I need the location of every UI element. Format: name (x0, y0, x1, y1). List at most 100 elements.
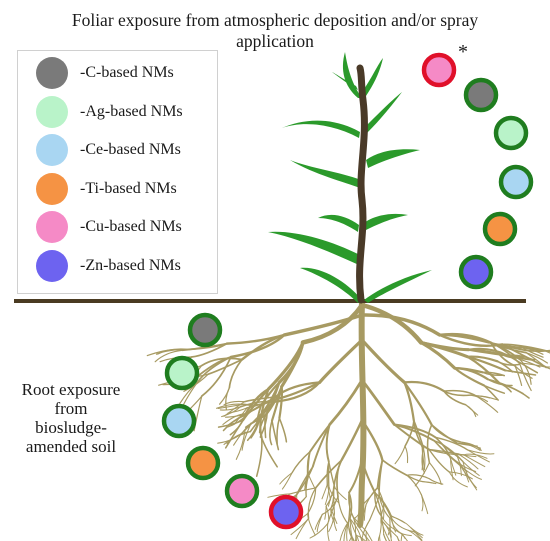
root-branch (394, 445, 406, 465)
root-branch (246, 415, 261, 442)
root-branch (314, 459, 343, 489)
root-branch (376, 459, 384, 489)
root-branch (404, 445, 409, 464)
root-branch (514, 365, 523, 386)
root-branch (357, 505, 363, 521)
plant-shoot (268, 52, 432, 304)
root-branch (276, 417, 281, 446)
stem (356, 64, 368, 304)
nanoparticle-c (463, 77, 499, 113)
leaf (364, 213, 408, 230)
root-branch (207, 358, 243, 376)
root-branch (459, 441, 482, 449)
root-branch (228, 358, 243, 389)
root-branch (490, 341, 525, 349)
root-branch (462, 461, 480, 476)
root-branch (337, 496, 349, 525)
legend-item: -Ce-based NMs (18, 133, 217, 167)
root-branch (222, 412, 247, 426)
root-branch (426, 424, 433, 464)
root-branch (400, 533, 403, 541)
root-branch (374, 491, 392, 517)
legend-label: -Cu-based NMs (80, 218, 182, 236)
root-branch (227, 407, 248, 414)
root-branch (463, 454, 486, 468)
root-branch (269, 419, 273, 446)
leaf (364, 92, 402, 134)
legend-swatch (36, 211, 68, 244)
root-branch (223, 431, 251, 446)
legend-label: -Ce-based NMs (80, 141, 181, 159)
root-branch (459, 465, 482, 480)
root-branch (339, 520, 350, 541)
root-branch (309, 423, 331, 453)
root-branch (321, 484, 328, 500)
root-branch (324, 485, 330, 505)
root-branch (307, 487, 317, 515)
leaf (282, 120, 360, 138)
root-branch (233, 407, 248, 425)
root-branch (467, 449, 490, 463)
root-branch (333, 488, 335, 514)
root-branch (316, 513, 323, 533)
root-branch (223, 401, 245, 417)
legend-swatch (36, 250, 68, 282)
nanoparticle-cu (224, 473, 260, 509)
nanoparticle-ce (161, 403, 197, 439)
root-branch (518, 358, 532, 385)
root-branch (406, 474, 422, 496)
legend-item: -Ti-based NMs (18, 172, 217, 206)
root-branch (290, 517, 310, 536)
root-branch (361, 503, 367, 518)
root-branch (403, 381, 433, 427)
root-branch (518, 358, 541, 368)
root-branch (419, 340, 457, 370)
root-branch (352, 516, 367, 532)
root-branch (200, 357, 243, 367)
leaf (318, 214, 359, 232)
root-branch (463, 453, 488, 459)
root-branch (307, 487, 317, 519)
legend-item: -Zn-based NMs (18, 249, 217, 283)
root-branch (456, 442, 481, 451)
root-branch (396, 536, 400, 541)
root-branch (434, 436, 469, 451)
root-branch (428, 448, 465, 456)
root-branch (352, 516, 357, 533)
root-branch (351, 535, 355, 541)
root-branch (438, 332, 493, 344)
root-branch (304, 472, 309, 488)
root-branch (486, 378, 513, 387)
root-branch (217, 403, 245, 410)
nanoparticle-cu (421, 52, 457, 88)
root-branch (239, 400, 274, 408)
root-branch (348, 520, 355, 541)
root-branch (245, 396, 277, 415)
root-branch (217, 429, 246, 444)
root-branch (467, 449, 495, 455)
root-branch (428, 448, 450, 473)
root-branch (229, 333, 286, 359)
root-branch (381, 515, 397, 531)
root-branch (448, 471, 473, 480)
root-branch (433, 440, 464, 463)
nanoparticle-ti (185, 445, 221, 481)
legend-label: -Ag-based NMs (80, 102, 183, 120)
root-branch (545, 366, 550, 370)
taproot (357, 299, 367, 528)
root-branch (453, 367, 485, 387)
root-branch (281, 472, 293, 490)
legend-item: -C-based NMs (18, 56, 217, 90)
root-branch (255, 436, 263, 477)
root-branch (355, 534, 367, 541)
root-branch (277, 340, 305, 385)
root-branch (466, 355, 507, 372)
root-branch (519, 362, 549, 369)
root-branch (249, 401, 274, 433)
root-branch (289, 487, 317, 495)
root-branch (307, 451, 311, 474)
root-branch (365, 531, 373, 541)
root-branch (360, 378, 396, 426)
root-branch (365, 531, 368, 541)
